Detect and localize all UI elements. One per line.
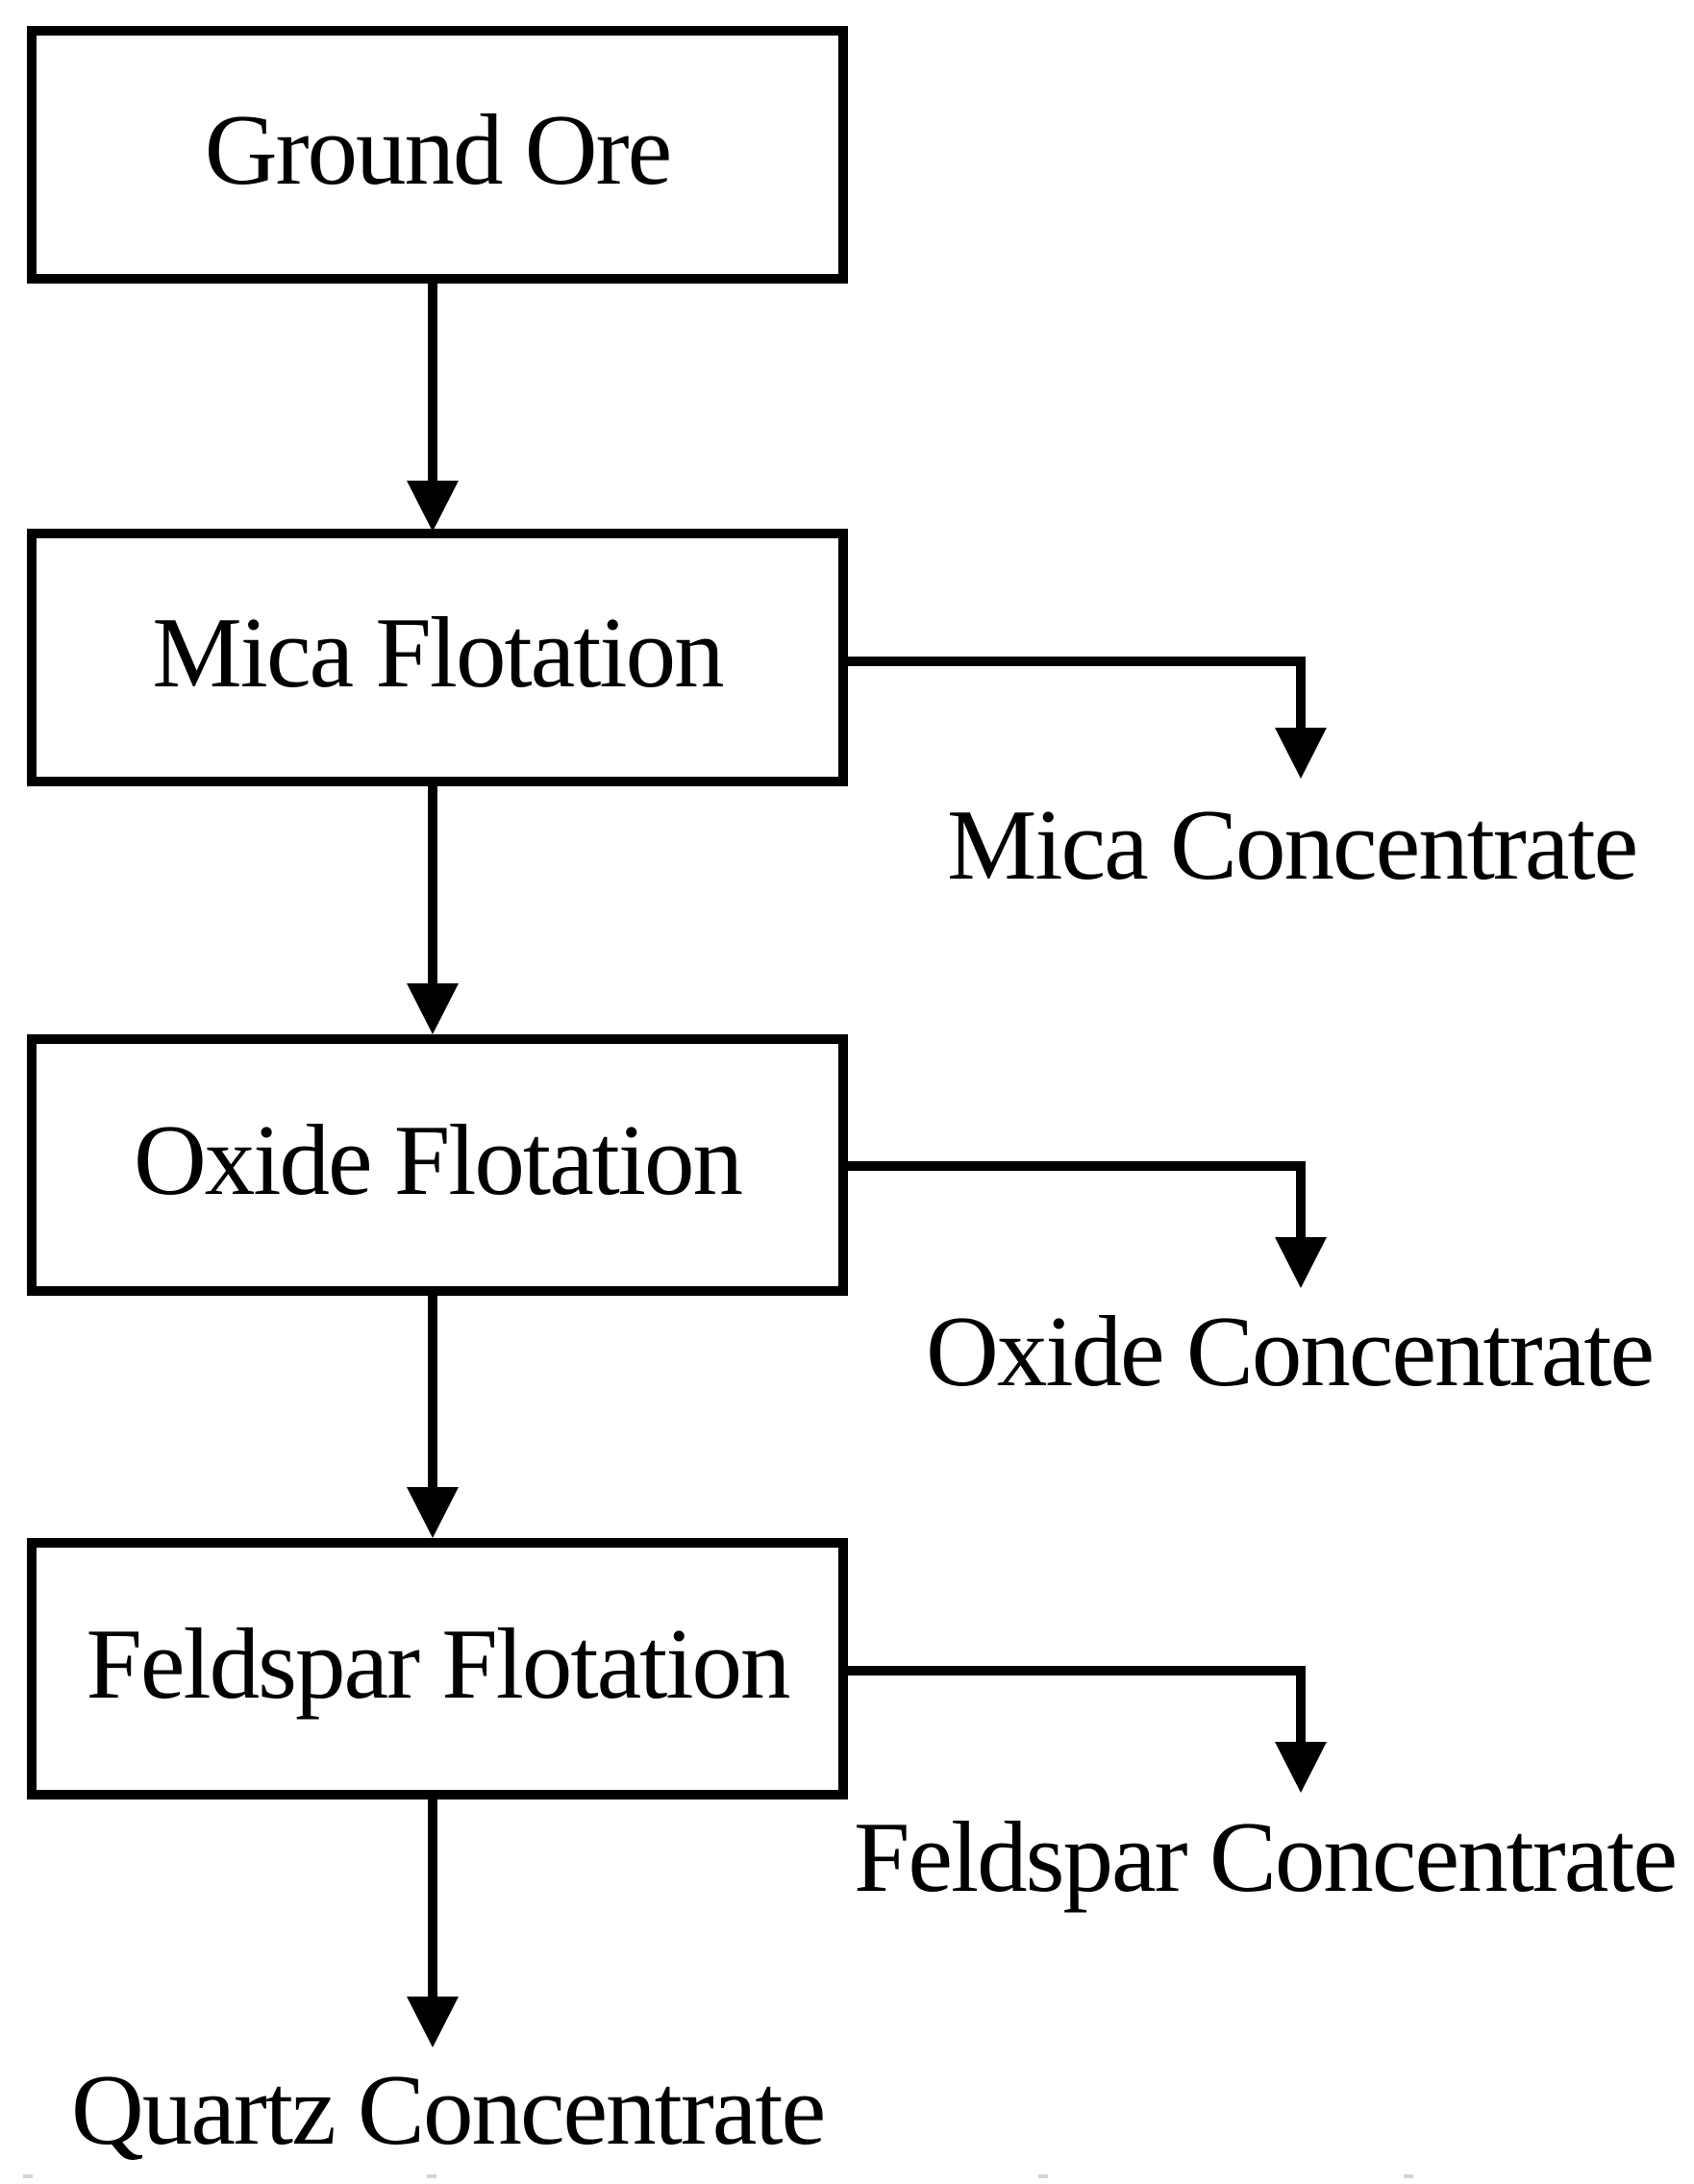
label-oxide-concentrate: Oxide Concentrate (926, 1295, 1655, 1407)
branch-feldspar-vertical (1296, 1666, 1306, 1742)
node-mica-flotation: Mica Flotation (27, 529, 848, 786)
node-ground-ore: Ground Ore (27, 26, 848, 284)
arrowhead-oxide-concentrate (1275, 1237, 1327, 1288)
scan-speck (1404, 2174, 1413, 2178)
arrowhead-feldspar-to-quartz (407, 1997, 459, 2048)
branch-mica-vertical (1296, 657, 1306, 728)
node-feldspar-flotation: Feldspar Flotation (27, 1538, 848, 1799)
label-feldspar-concentrate: Feldspar Concentrate (854, 1800, 1678, 1913)
node-feldspar-flotation-label: Feldspar Flotation (86, 1606, 790, 1720)
node-mica-flotation-label: Mica Flotation (152, 595, 724, 708)
arrowhead-feldspar-concentrate (1275, 1742, 1327, 1793)
arrowhead-oxide-to-feldspar (407, 1487, 459, 1538)
connector-ground-to-mica (428, 279, 437, 481)
scan-speck (23, 2174, 33, 2178)
branch-oxide-horizontal (838, 1161, 1306, 1171)
node-oxide-flotation: Oxide Flotation (27, 1034, 848, 1296)
arrowhead-mica-to-oxide (407, 983, 459, 1034)
branch-oxide-vertical (1296, 1161, 1306, 1237)
branch-mica-horizontal (838, 657, 1306, 666)
label-mica-concentrate: Mica Concentrate (947, 788, 1638, 901)
label-quartz-concentrate: Quartz Concentrate (71, 2053, 826, 2166)
arrowhead-mica-concentrate (1275, 728, 1327, 779)
connector-oxide-to-feldspar (428, 1291, 437, 1487)
node-ground-ore-label: Ground Ore (204, 92, 672, 206)
connector-mica-to-oxide (428, 782, 437, 983)
node-oxide-flotation-label: Oxide Flotation (133, 1103, 743, 1216)
scan-speck (1038, 2174, 1048, 2178)
branch-feldspar-horizontal (838, 1666, 1306, 1675)
connector-feldspar-to-quartz (428, 1795, 437, 1997)
scan-speck (427, 2174, 436, 2178)
arrowhead-ground-to-mica (407, 481, 459, 532)
